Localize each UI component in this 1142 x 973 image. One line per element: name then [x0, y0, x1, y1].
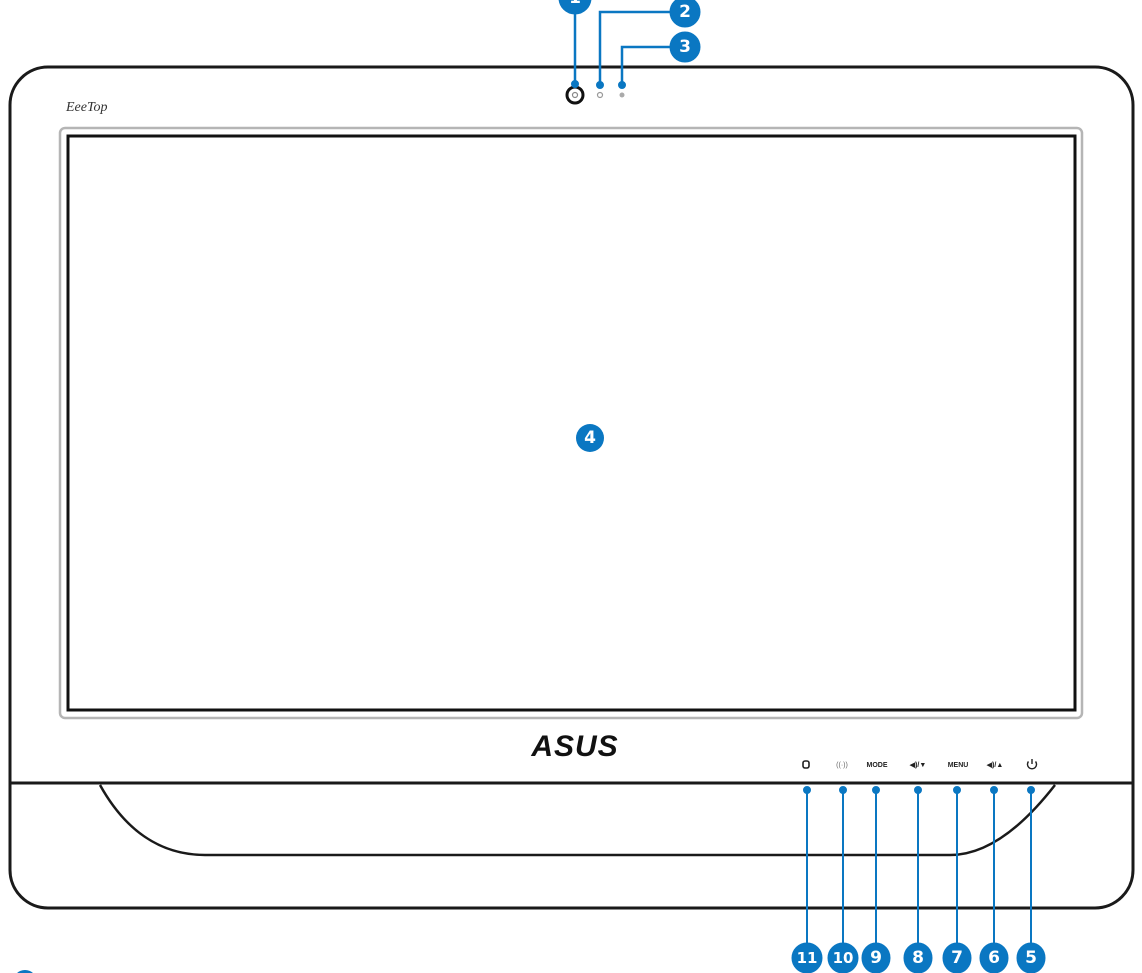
svg-text:1: 1 — [569, 0, 581, 8]
svg-text:11: 11 — [797, 949, 818, 967]
webcam-lens — [571, 91, 579, 99]
callout-7: 7 — [942, 786, 972, 973]
svg-text:10: 10 — [833, 949, 854, 967]
power-icon — [1026, 759, 1038, 770]
svg-text:7: 7 — [951, 948, 963, 968]
mode-button-label: MODE — [867, 762, 888, 769]
eeetop-logo: EeeTop — [65, 100, 107, 115]
camera-led — [619, 92, 625, 98]
svg-text:ASUS: ASUS — [530, 730, 618, 763]
svg-text:((·)): ((·)) — [836, 762, 848, 769]
svg-text:5: 5 — [1025, 948, 1037, 968]
callout-9: 9 — [861, 786, 891, 973]
menu-button-label: MENU — [948, 762, 969, 769]
asus-logo: ASUS — [530, 730, 618, 763]
microphone-led — [596, 91, 604, 99]
stand-outline — [98, 784, 1056, 857]
callout-5: 5 — [1016, 786, 1046, 973]
svg-text:4: 4 — [584, 428, 596, 448]
volume-up-button-label: ◀)/▲ — [986, 762, 1004, 769]
partial-callout-bullet — [17, 970, 33, 973]
callout-1: 1 — [558, 0, 592, 88]
callout-11: 11 — [791, 786, 823, 973]
callout-3: 3 — [618, 31, 701, 89]
wireless-led-icon: ((·)) — [836, 762, 848, 769]
callout-2: 2 — [596, 0, 701, 89]
hdd-led-icon — [802, 760, 810, 769]
callout-10: 10 — [827, 786, 859, 973]
callout-6: 6 — [979, 786, 1009, 973]
volume-down-button-label: ◀)/▼ — [909, 762, 927, 769]
svg-text:2: 2 — [679, 2, 691, 22]
callout-4: 4 — [576, 424, 604, 452]
webcam — [565, 85, 585, 105]
svg-text:9: 9 — [870, 948, 882, 968]
svg-text:3: 3 — [679, 37, 691, 57]
svg-text:8: 8 — [912, 948, 924, 968]
svg-text:6: 6 — [988, 948, 1000, 968]
callout-8: 8 — [903, 786, 933, 973]
display-screen — [66, 134, 1077, 712]
